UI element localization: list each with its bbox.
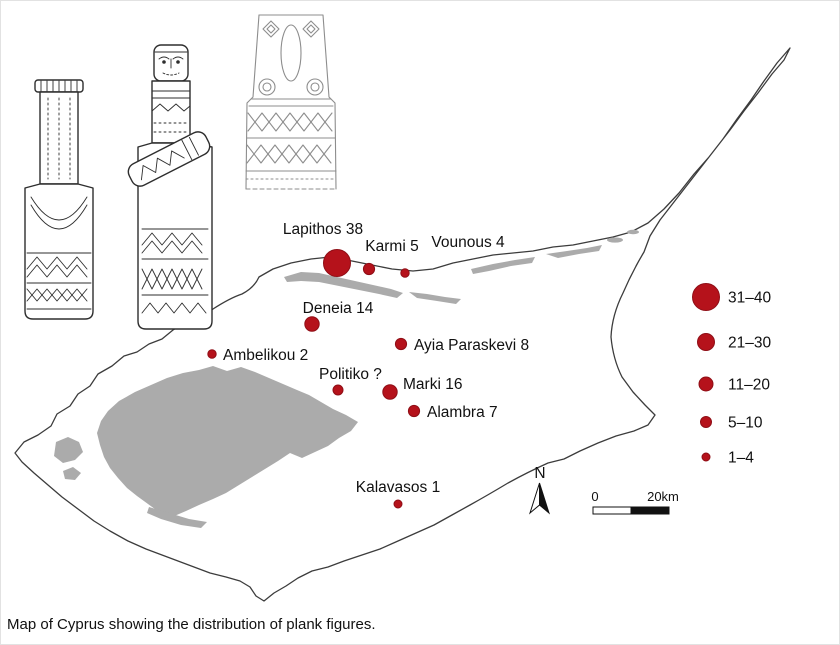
figure-caption: Map of Cyprus showing the distribution o… (7, 616, 376, 633)
legend-label: 21–30 (728, 335, 771, 352)
site-marker (407, 404, 421, 418)
north-label: N (534, 465, 545, 482)
legend-item: 5–10 (700, 415, 763, 432)
karpas-ridge-speck-1 (607, 237, 623, 243)
site-label: Politiko ? (319, 366, 382, 383)
site-alambra: Alambra 7 (407, 404, 498, 421)
site-kalavasos: Kalavasos 1 (356, 479, 440, 509)
north-arrow-left-half (529, 482, 540, 515)
legend-marker (700, 416, 712, 428)
infant-plank-figure (127, 131, 211, 187)
site-marker (323, 249, 351, 277)
legend-marker (697, 333, 715, 351)
north-arrow-right-half (539, 482, 550, 515)
site-marker (393, 499, 403, 509)
site-label: Vounous 4 (431, 234, 505, 251)
legend-item: 31–40 (692, 283, 771, 311)
scale-bar-left-segment (592, 506, 632, 515)
legend-item: 21–30 (697, 333, 771, 352)
site-marker (394, 337, 408, 351)
legend: 31–40 21–30 11–20 5–10 1–4 (692, 283, 771, 467)
legend-label: 31–40 (728, 290, 771, 307)
site-vounous: Vounous 4 (400, 234, 505, 278)
legend-marker (698, 376, 714, 392)
plank-figure-illustration-2 (127, 44, 213, 330)
site-label: Lapithos 38 (283, 221, 363, 238)
legend-item: 11–20 (698, 376, 770, 394)
site-marker (207, 349, 217, 359)
plank-figure-illustration-3 (245, 14, 337, 190)
site-ambelikou: Ambelikou 2 (207, 347, 308, 364)
site-lapithos: Lapithos 38 (283, 221, 363, 277)
legend-label: 11–20 (728, 377, 770, 394)
site-karmi: Karmi 5 (362, 238, 419, 276)
kyrenia-range-far-east (546, 245, 602, 258)
kyrenia-range-west (284, 272, 403, 298)
site-marker (400, 268, 410, 278)
legend-item: 1–4 (701, 450, 754, 467)
legend-label: 5–10 (728, 415, 763, 432)
site-marker (332, 384, 344, 396)
site-marker (362, 262, 376, 276)
scale-start-label: 0 (591, 489, 598, 504)
karpas-ridge-speck-2 (627, 229, 639, 235)
site-marker (304, 316, 320, 332)
legend-marker (701, 452, 711, 462)
mountain-shading (54, 229, 639, 528)
troodos-small-patch (63, 467, 81, 480)
site-label: Deneia 14 (303, 300, 374, 317)
site-politiko: Politiko ? (319, 366, 382, 396)
site-label: Kalavasos 1 (356, 479, 440, 496)
site-deneia: Deneia 14 (303, 300, 374, 332)
site-label: Marki 16 (403, 376, 462, 393)
scale-bar-right-segment (630, 506, 670, 515)
scale-end-label: 20km (647, 489, 679, 504)
troodos-south-streak (147, 507, 207, 528)
legend-label: 1–4 (728, 450, 754, 467)
scale-bar: 0 20km (591, 489, 679, 515)
kyrenia-range-mid (409, 292, 461, 304)
site-marki: Marki 16 (382, 376, 462, 400)
site-label: Karmi 5 (365, 238, 418, 255)
legend-marker (692, 283, 720, 311)
cyprus-coastline (14, 47, 791, 602)
site-label: Ayia Paraskevi 8 (414, 337, 529, 354)
site-ayia-paraskevi: Ayia Paraskevi 8 (394, 337, 529, 354)
troodos-west-patch (54, 437, 83, 463)
plank-figure-illustration-1 (24, 79, 94, 320)
site-label: Alambra 7 (427, 404, 498, 421)
troodos-massif (97, 366, 358, 517)
site-marker (382, 384, 398, 400)
north-arrow: N (529, 465, 550, 515)
kyrenia-range-east (471, 257, 535, 274)
site-label: Ambelikou 2 (223, 347, 308, 364)
